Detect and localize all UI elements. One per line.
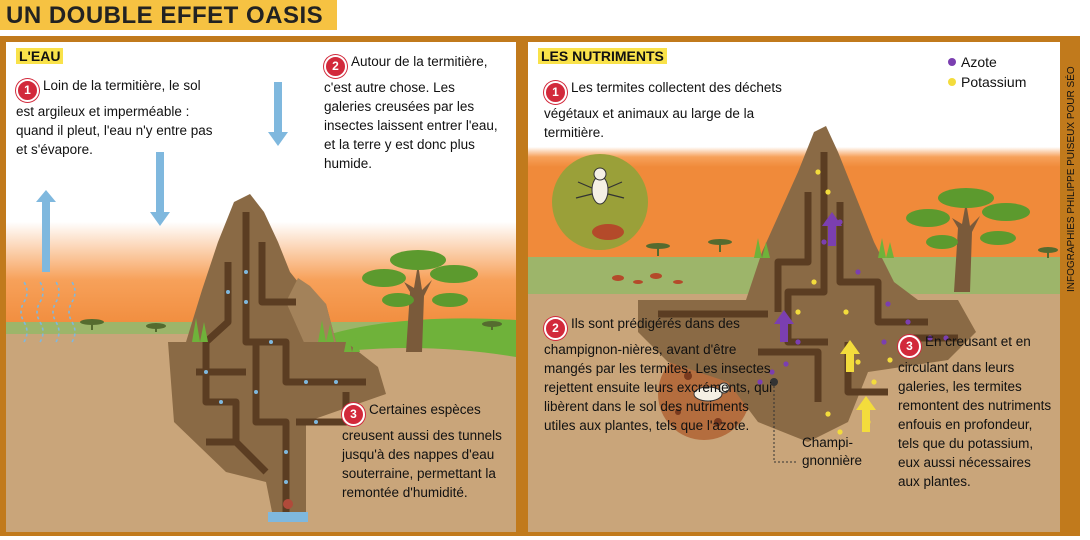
nutrients-step-2-text: Ils sont prédigérés dans des champignon-… xyxy=(544,316,773,433)
evaporation-waves xyxy=(20,281,76,343)
water-arrows xyxy=(36,82,288,272)
champ-pointer-line xyxy=(773,386,798,463)
legend-item-nitrogen: Azote xyxy=(948,52,1026,72)
nutrients-step-1-text: Les termites collectent des déchets végé… xyxy=(544,80,782,140)
termite-mound xyxy=(168,194,386,522)
credit-line: INFOGRAPHIES PHILIPPE PUISEUX POUR SÉO xyxy=(1066,66,1077,292)
leaf-litter xyxy=(612,273,683,284)
nitrogen-swatch xyxy=(948,58,956,66)
step-3-badge: 3 xyxy=(898,335,921,358)
distant-trees xyxy=(80,319,502,332)
water-step-3-text: Certaines espèces creusent aussi des tun… xyxy=(342,402,502,500)
potassium-dots xyxy=(795,169,893,435)
rain xyxy=(80,97,315,327)
nutrients-scene xyxy=(528,42,1060,532)
step-3-badge: 3 xyxy=(342,403,365,426)
potassium-swatch xyxy=(948,78,956,86)
step-1-badge: 1 xyxy=(16,79,39,102)
termite-collecting-illustration xyxy=(552,154,648,250)
section-title-nutrients: LES NUTRIMENTS xyxy=(538,48,667,64)
champignonniere-label: Champi-gnonnière xyxy=(802,435,863,468)
water-step-2-text: Autour de la termitière, c'est autre cho… xyxy=(324,54,498,171)
page-title: UN DOUBLE EFFET OASIS xyxy=(0,0,338,30)
legend-item-potassium: Potassium xyxy=(948,72,1026,92)
step-2-badge: 2 xyxy=(544,317,567,340)
grass-tufts xyxy=(192,318,360,352)
grass-tufts xyxy=(754,238,894,258)
nutrient-arrows xyxy=(774,212,876,432)
step-2-badge: 2 xyxy=(324,55,347,78)
water-scene xyxy=(6,42,516,532)
acacia-tree xyxy=(906,188,1030,292)
water-droplets xyxy=(204,270,338,484)
legend: Azote Potassium xyxy=(948,52,1026,92)
water-step-1-text: Loin de la termitière, le sol est argile… xyxy=(16,78,213,157)
step-1-badge: 1 xyxy=(544,81,567,104)
section-title-water: L'EAU xyxy=(16,48,64,64)
acacia-tree xyxy=(362,250,478,352)
nutrients-step-3-text: En creusant et en circulant dans leurs g… xyxy=(898,334,1052,489)
